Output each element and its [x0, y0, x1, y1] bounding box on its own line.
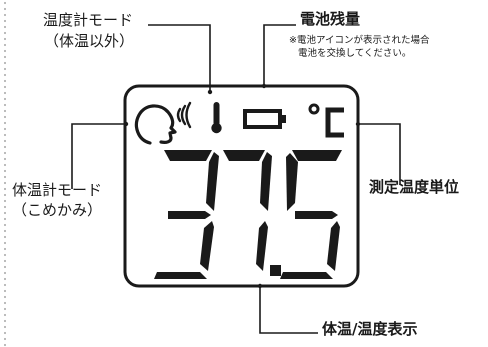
temperature-reading	[154, 150, 342, 279]
battery-icon	[243, 109, 286, 129]
sound-waves-icon	[176, 101, 192, 129]
thermometer-mode-label: 温度計モード	[43, 11, 134, 29]
thermometer-mode-sublabel: （体温以外）	[44, 32, 135, 50]
decimal-point	[270, 265, 281, 276]
temple-mode-sublabel: （こめかみ）	[12, 201, 103, 219]
celsius-unit-icon	[308, 103, 344, 138]
leader-battery	[263, 24, 296, 86]
leader-unit	[358, 123, 401, 185]
battery-note-line-2: 電池を交換してください。	[298, 48, 412, 59]
digit-3	[154, 150, 219, 279]
temple-mode-label: 体温計モード	[12, 181, 103, 199]
dotted-margin-line	[4, 0, 6, 347]
lcd-frame	[123, 84, 360, 288]
leader-lines	[71, 24, 401, 334]
battery-level-label: 電池残量	[300, 10, 361, 28]
head-profile-icon	[134, 104, 177, 145]
leader-thermometer-mode	[148, 24, 211, 92]
temperature-unit-label: 測定温度単位	[369, 178, 460, 196]
leader-temple-mode	[71, 123, 126, 189]
reading-display-label: 体温/温度表示	[322, 320, 418, 338]
battery-note-line-1: ※電池アイコンが表示された場合	[289, 35, 430, 46]
leader-display	[259, 286, 318, 334]
digit-5	[280, 150, 342, 279]
digit-7	[223, 150, 272, 271]
thermometer-icon	[211, 102, 222, 134]
